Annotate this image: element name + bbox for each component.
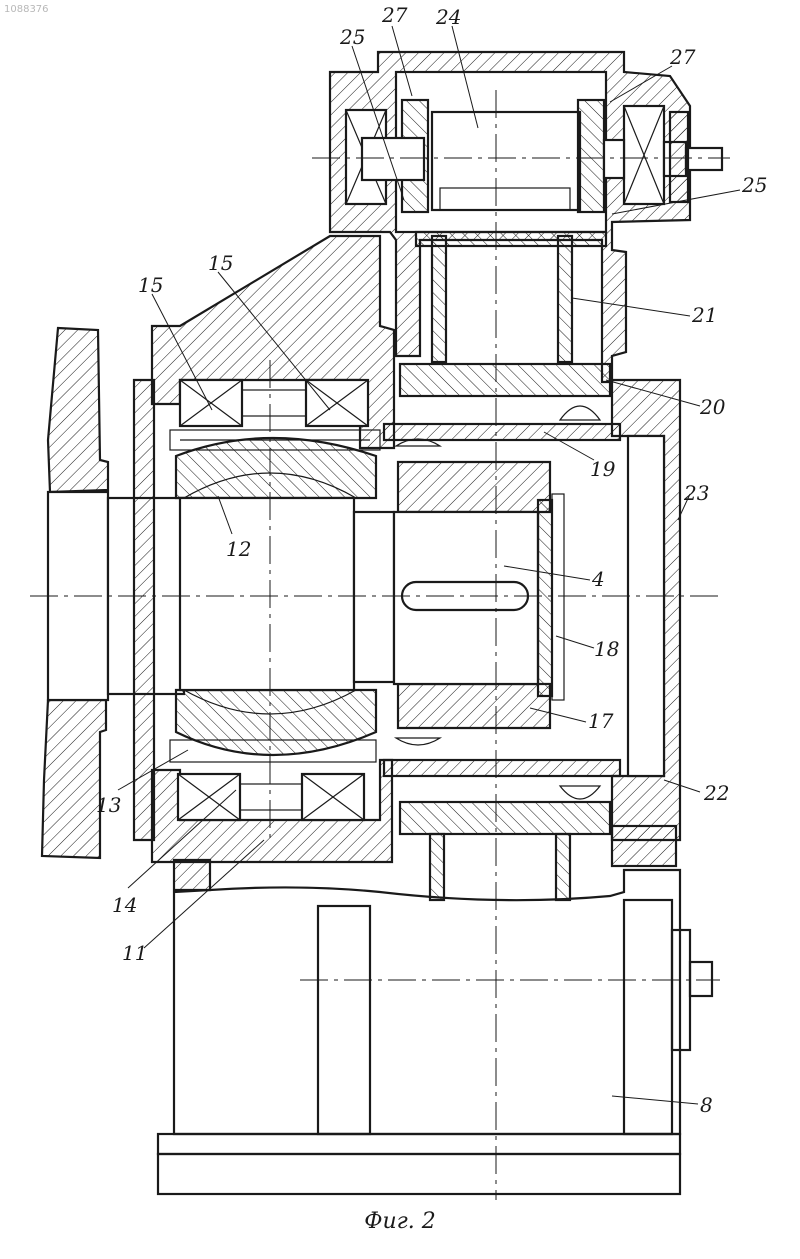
bottom-bearing-pair	[178, 774, 364, 820]
callout-25-right: 25	[741, 173, 767, 197]
callout-17: 17	[588, 709, 614, 733]
callout-14: 14	[112, 893, 137, 917]
callout-21: 21	[691, 303, 717, 327]
callout-20: 20	[699, 395, 726, 419]
transmission-rods	[416, 232, 606, 362]
main-shaft	[180, 473, 394, 714]
callout-18: 18	[594, 637, 619, 661]
callout-24: 24	[435, 5, 461, 29]
callout-22: 22	[703, 781, 729, 805]
callout-12: 12	[226, 537, 251, 561]
figure-caption: Фиг. 2	[364, 1209, 436, 1234]
gear-body-lower	[158, 870, 712, 1194]
lower-rods	[430, 834, 570, 900]
callout-13: 13	[96, 793, 121, 817]
callout-23: 23	[683, 481, 709, 505]
callout-25-top-left: 25	[339, 25, 365, 49]
output-hub	[384, 424, 620, 776]
callout-19: 19	[590, 457, 616, 481]
callout-4: 4	[591, 567, 605, 591]
callout-15-left: 15	[138, 273, 163, 297]
upper-right-cover	[670, 112, 688, 202]
callout-15-right: 15	[208, 251, 233, 275]
callout-8: 8	[700, 1093, 713, 1117]
callout-27-top-right: 27	[669, 45, 696, 69]
right-cover	[612, 380, 680, 866]
callout-11: 11	[122, 941, 147, 965]
callout-27-top-left: 27	[381, 3, 408, 27]
document-number: 1088376	[4, 4, 49, 15]
upper-right-bearing	[624, 106, 664, 204]
